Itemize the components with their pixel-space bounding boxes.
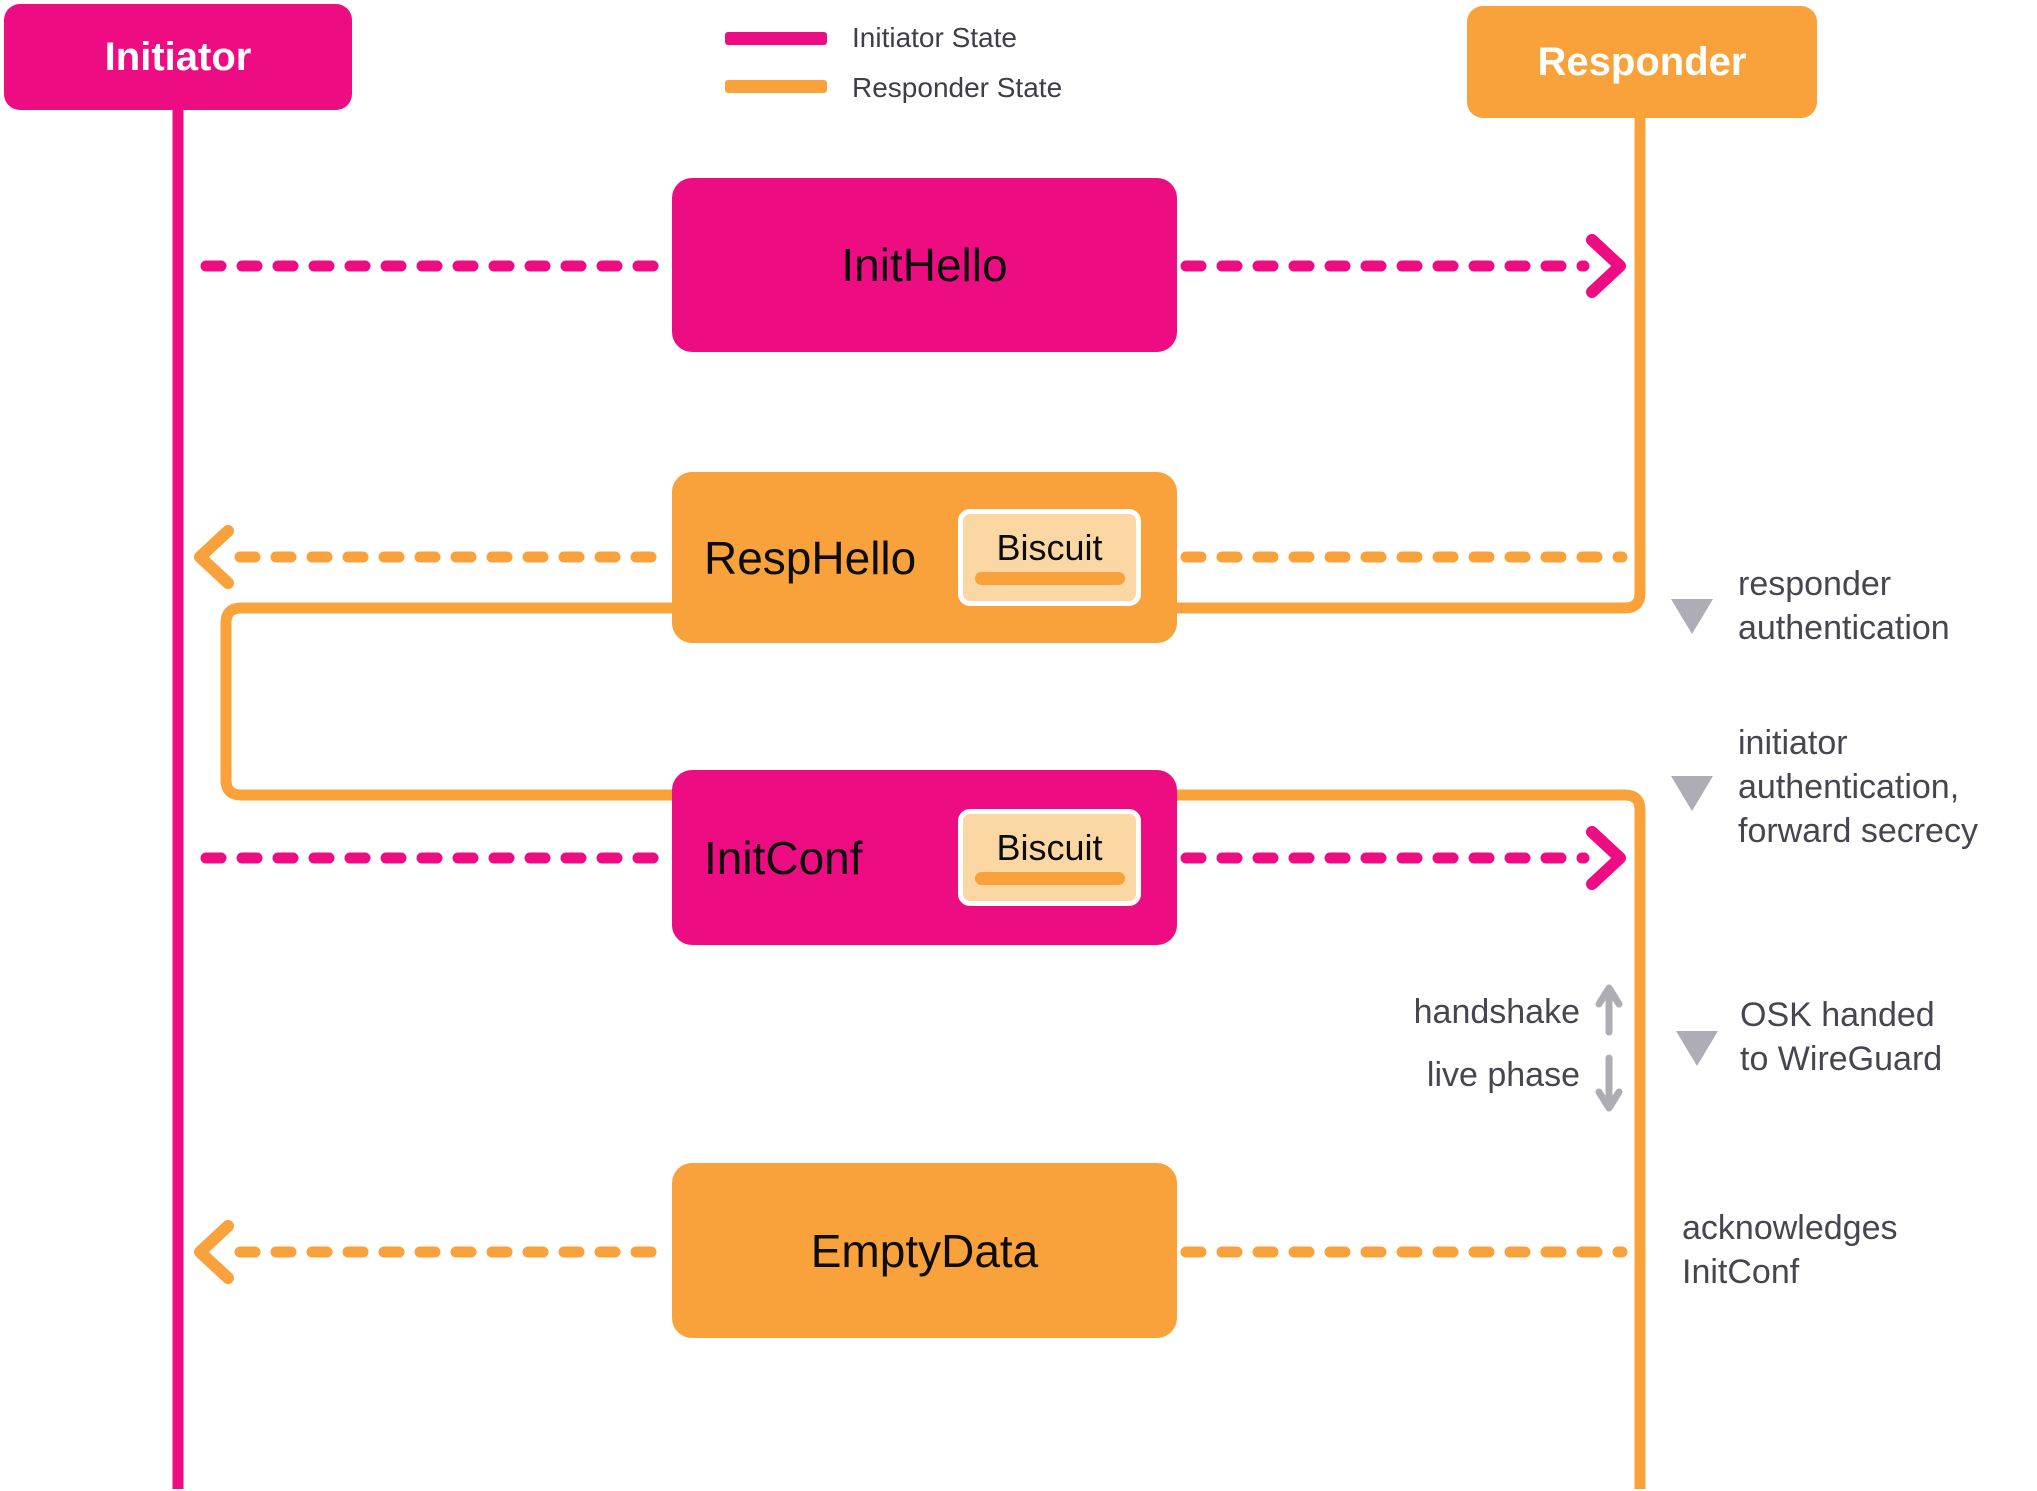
initiator-auth-line1: initiator <box>1738 724 1848 762</box>
emptydata-arrowhead-icon <box>194 1220 234 1284</box>
inithello-message-box: InitHello <box>672 178 1177 352</box>
osk-line1: OSK handed <box>1740 996 1935 1034</box>
legend-initiator-swatch <box>725 32 827 45</box>
resphello-message-box: RespHello Biscuit <box>672 472 1177 643</box>
osk-marker-triangle-icon <box>1676 1031 1718 1066</box>
responder-state-path <box>220 114 1646 1489</box>
osk-line2: to WireGuard <box>1740 1040 1943 1078</box>
responder-actor-box: Responder <box>1467 6 1817 118</box>
ack-annotation: acknowledges InitConf <box>1682 1206 1897 1294</box>
initiator-auth-annotation: initiator authentication, forward secrec… <box>1738 721 1978 853</box>
inithello-arrowhead-icon <box>1586 234 1626 298</box>
initconf-arrowhead-icon <box>1586 826 1626 890</box>
responder-auth-line2: authentication <box>1738 609 1950 647</box>
ack-line2: InitConf <box>1682 1253 1800 1291</box>
initconf-biscuit-label: Biscuit <box>996 827 1103 868</box>
initiator-auth-marker-triangle-icon <box>1671 776 1713 811</box>
legend-responder-swatch <box>725 80 827 93</box>
resphello-biscuit-underline <box>974 572 1125 585</box>
responder-auth-annotation: responder authentication <box>1738 562 1950 650</box>
initconf-biscuit-underline <box>974 872 1125 885</box>
initconf-label: InitConf <box>704 831 863 884</box>
initconf-message-box: InitConf Biscuit <box>672 770 1177 945</box>
live-phase-down-arrow-icon <box>1595 1054 1623 1112</box>
emptydata-label: EmptyData <box>810 1224 1039 1277</box>
ack-line1: acknowledges <box>1682 1209 1898 1247</box>
legend-responder-label: Responder State <box>852 72 1063 103</box>
initconf-biscuit-chip: Biscuit <box>958 809 1141 906</box>
initiator-auth-line3: forward secrecy <box>1738 812 1978 850</box>
live-phase-label: live phase <box>1426 1056 1580 1094</box>
osk-annotation: OSK handed to WireGuard <box>1740 993 1942 1081</box>
responder-auth-marker-triangle-icon <box>1671 599 1713 634</box>
resphello-arrowhead-icon <box>194 525 234 589</box>
initiator-actor-box: Initiator <box>4 4 352 110</box>
initiator-actor-label: Initiator <box>104 34 252 79</box>
inithello-label: InitHello <box>841 239 1008 291</box>
initiator-auth-line2: authentication, <box>1738 768 1960 806</box>
emptydata-message-box: EmptyData <box>672 1163 1177 1338</box>
resphello-biscuit-label: Biscuit <box>996 527 1103 568</box>
handshake-phase-label: handshake <box>1413 993 1580 1031</box>
handshake-up-arrow-icon <box>1595 984 1623 1036</box>
responder-auth-line1: responder <box>1738 565 1892 603</box>
resphello-label: RespHello <box>704 531 917 584</box>
responder-actor-label: Responder <box>1537 39 1747 84</box>
legend-initiator-label: Initiator State <box>852 22 1017 53</box>
resphello-biscuit-chip: Biscuit <box>958 509 1141 606</box>
